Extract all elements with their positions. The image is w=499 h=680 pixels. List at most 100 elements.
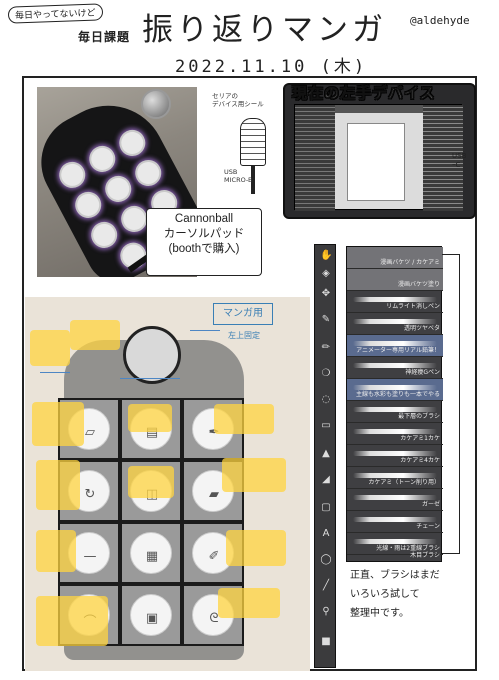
balloon-icon[interactable]: ◯ — [320, 554, 332, 565]
brush-name: 最下層のブラシ — [398, 413, 440, 420]
brush-row[interactable]: カケアミ（トーン削り用） — [347, 467, 443, 489]
subtitle: 毎日課題 — [78, 30, 131, 44]
ruler-icon[interactable]: ╱ — [322, 580, 330, 591]
screen-toolbar — [295, 105, 463, 113]
brush-row[interactable]: 漫画バケツ / カケアミ — [347, 247, 443, 269]
caption-line: Cannonball — [174, 213, 234, 225]
device-key — [114, 125, 150, 161]
brush-name: 漫画バケツ塗り — [397, 281, 440, 288]
caption-line: カーソルパッド — [163, 228, 245, 240]
brush-row[interactable]: 木目ブラシ — [347, 541, 443, 561]
screen-canvas — [347, 123, 405, 201]
caption-line: (boothで購入) — [168, 243, 240, 255]
brush-stroke-preview — [353, 297, 437, 302]
author-handle: @aldehyde — [410, 14, 470, 27]
brush-row[interactable]: 主線も水彩も塗りも一本でやる — [347, 379, 443, 401]
brush-name: リムライト消しペン — [386, 303, 440, 310]
brush-name: 光線・雨は2重線ブラシ — [376, 545, 440, 552]
monitor-screen — [294, 104, 463, 211]
brush-row[interactable]: チェーン — [347, 511, 443, 533]
move-icon[interactable]: ✥ — [321, 288, 331, 299]
annotation-highlight — [36, 596, 108, 646]
arrow-icon: ↻ — [84, 487, 96, 502]
page-title: 振り返りマンガ — [142, 12, 387, 48]
blue-annotation-line — [120, 378, 180, 379]
key-cell: ▣ — [120, 584, 182, 646]
pen-icon[interactable]: ✎ — [321, 314, 331, 325]
bottom-note-line: 正直、ブラシはまだ — [350, 570, 440, 581]
tool-strip: ✋ ◈ ✥ ✎ ✏ ❍ ◌ ▭ ▲ ◢ ▢ A ◯ ╱ ⚲ ■ — [314, 244, 336, 668]
annotation-highlight — [128, 404, 172, 432]
monitor-title: 現在の左手デバイス — [292, 84, 436, 103]
brush-name: カケアミ1カケ — [400, 435, 440, 442]
brush-stroke-preview — [353, 341, 437, 346]
usb-type-note: USB MICRO-B — [224, 168, 253, 184]
key-cap: ▣ — [130, 594, 172, 636]
gradient-icon[interactable]: ◢ — [322, 474, 330, 485]
annotation-highlight — [32, 402, 84, 446]
figure-icon[interactable]: ▢ — [321, 502, 331, 513]
brush-stroke-preview — [353, 429, 437, 434]
annotation-highlight — [128, 466, 174, 498]
brush-stroke-preview — [353, 385, 437, 390]
palette-bracket — [442, 254, 460, 554]
annotation-highlight — [222, 458, 286, 492]
text-icon[interactable]: A — [322, 528, 330, 539]
screen-left-panel — [295, 105, 335, 211]
usb-c-label: USB ｰC — [452, 152, 467, 169]
fill-icon[interactable]: ▲ — [322, 448, 330, 459]
eraser-icon[interactable]: ▭ — [321, 420, 331, 431]
brush-row[interactable]: 透明ツヤベタ — [347, 313, 443, 335]
zoom-icon[interactable]: ◈ — [322, 268, 330, 279]
brush-name: 主線も水彩も塗りも一本でやる — [355, 391, 440, 398]
key-glyph: ▣ — [145, 611, 159, 626]
brush-stroke-preview — [353, 539, 437, 544]
device-key — [100, 171, 136, 207]
brush-row[interactable]: カケアミ4カケ — [347, 445, 443, 467]
annotation-highlight — [214, 404, 274, 434]
blue-annotation-line — [40, 372, 70, 373]
brush-row[interactable]: ガーゼ — [347, 489, 443, 511]
brush-row[interactable]: 光線・雨は2重線ブラシ — [347, 533, 443, 555]
device-key — [130, 155, 166, 191]
brush-row[interactable]: リムライト消しペン — [347, 291, 443, 313]
brush-name: 漫画バケツ / カケアミ — [380, 259, 440, 266]
brush-name: 透明ツヤベタ — [403, 325, 440, 332]
brush-stroke-preview — [353, 451, 437, 456]
brush-icon[interactable]: ❍ — [321, 368, 331, 379]
key-glyph: ▦ — [145, 549, 159, 564]
annotation-highlight — [36, 530, 76, 572]
brush-row[interactable]: 漫画バケツ塗り — [347, 269, 443, 291]
manga-mode-label: マンガ用 — [213, 303, 273, 325]
brush-row[interactable]: アニメーター専用リアル鉛筆！ — [347, 335, 443, 357]
bottom-note-line: いろいろ試して — [350, 589, 420, 600]
blue-annotation-line — [190, 330, 220, 331]
annotation-highlight — [36, 460, 80, 510]
bottom-note-line: 整理中です。 — [350, 608, 409, 619]
brush-name: カケアミ（トーン削り用） — [368, 479, 440, 486]
brush-row[interactable]: 最下層のブラシ — [347, 401, 443, 423]
brush-stroke-preview — [353, 495, 437, 500]
brush-icon: ✐ — [208, 549, 220, 564]
screen-right-panel — [423, 105, 463, 211]
color-swatch-icon[interactable]: ■ — [321, 636, 331, 647]
brush-stroke-preview — [353, 319, 437, 324]
device-key — [54, 157, 90, 193]
key-cell: ✐ — [182, 522, 244, 584]
brush-name: ガーゼ — [421, 501, 440, 508]
pencil-icon[interactable]: ✏ — [321, 342, 331, 353]
bottom-note: 正直、ブラシはまだ いろいろ試して 整理中です。 — [350, 566, 440, 623]
eyedropper-icon[interactable]: ⚲ — [322, 606, 330, 617]
brush-stroke-preview — [353, 363, 437, 368]
usb-plug-drawing — [240, 118, 266, 166]
brush-row[interactable]: 神経痩Gペン — [347, 357, 443, 379]
brush-stroke-preview — [353, 407, 437, 412]
minus-icon: — — [83, 549, 97, 564]
fixed-top-left-note: 左上固定 — [228, 331, 260, 340]
airbrush-icon[interactable]: ◌ — [321, 394, 331, 405]
annotation-highlight — [226, 530, 286, 566]
hand-icon[interactable]: ✋ — [320, 250, 333, 261]
lasso-icon: ᘓ — [209, 611, 219, 626]
brush-row[interactable]: カケアミ1カケ — [347, 423, 443, 445]
brush-name: 木目ブラシ — [410, 552, 440, 559]
